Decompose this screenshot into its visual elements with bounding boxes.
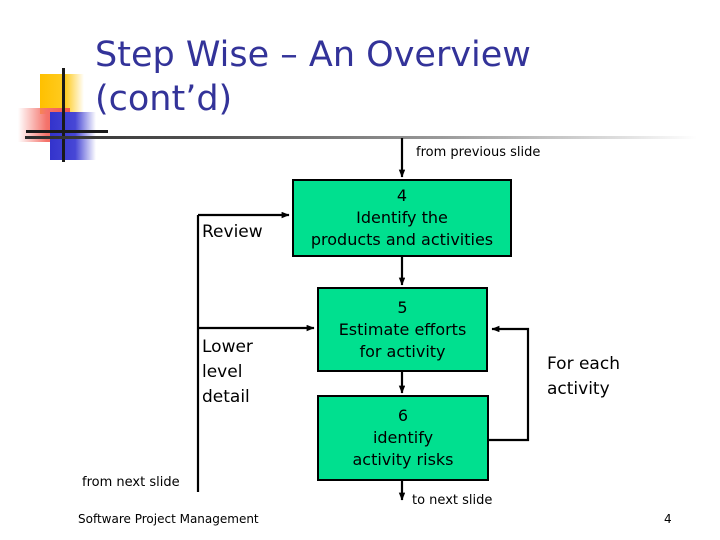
label-lower-level-detail: Lower level detail [202,337,253,407]
slide-title: Step Wise – An Overview (cont’d) [95,35,531,119]
flow-box-5[interactable]: 5 Estimate efforts for activity [317,287,488,372]
label-from-previous-slide: from previous slide [416,145,541,160]
wire-foreach-loop [489,325,530,442]
footer-text: Software Project Management [78,512,259,526]
label-for-each-activity: For each activity [547,354,620,399]
label-from-next-slide: from next slide [82,475,180,490]
flow-box-4[interactable]: 4 Identify the products and activities [292,179,512,257]
page-number: 4 [664,512,672,526]
label-to-next-slide: to next slide [412,493,493,508]
flow-box-6[interactable]: 6 identify activity risks [317,395,489,481]
label-review: Review [202,222,263,242]
title-divider-rule [25,136,697,139]
logo-cross-vertical [62,68,65,162]
logo-cross-horizontal [26,130,108,133]
